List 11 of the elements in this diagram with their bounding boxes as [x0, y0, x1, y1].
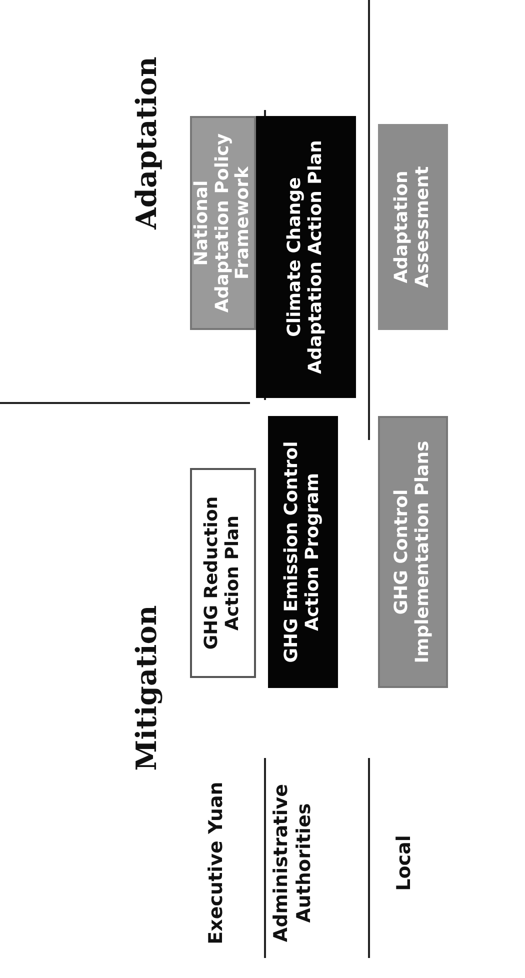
plan-box: GHG Reduction Action Plan [190, 468, 256, 678]
column-header: Adaptation [130, 56, 164, 232]
framework-box: National Adaptation Policy Framework [190, 116, 256, 330]
plan-box: Climate Change Adaptation Action Plan [256, 116, 356, 398]
row-label: Local [393, 834, 416, 893]
column-header: Mitigation [130, 604, 164, 773]
row-label: Administrative Authorities [270, 782, 316, 944]
plan-box: GHG Control Implementation Plans [378, 416, 448, 688]
program-box: GHG Emission Control Action Program [268, 416, 338, 688]
assessment-box: Adaptation Assessment [378, 124, 448, 330]
row-label: Executive Yuan [205, 780, 228, 946]
